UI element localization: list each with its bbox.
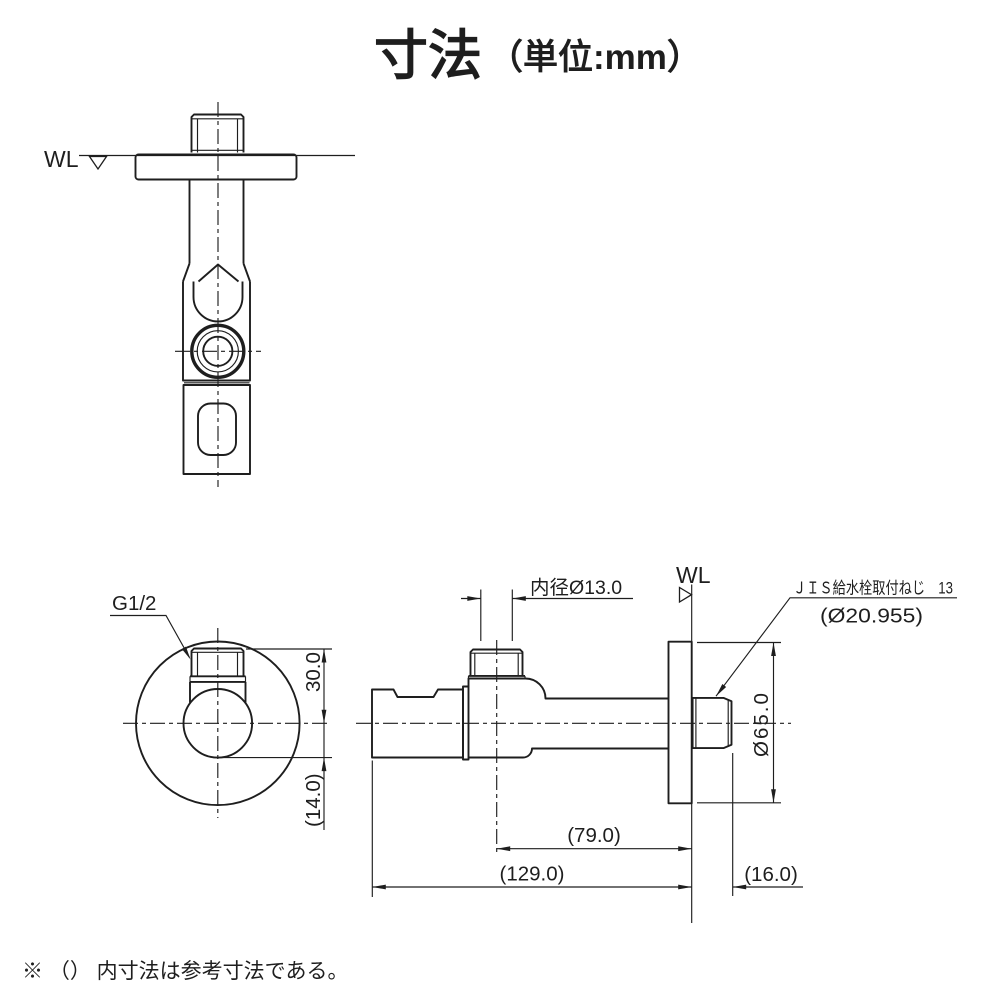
outlet-thread <box>189 647 247 703</box>
outlet-view: G1/2 30.0 (14.0) <box>110 592 332 830</box>
side-bottom-dimensions: (79.0) (129.0) (16.0) <box>371 753 803 897</box>
front-lower-block <box>182 384 251 475</box>
side-wall-thread-callout: ＪＩＳ給水栓取付ねじ 13 (Ø20.955) <box>714 579 957 698</box>
wall-thread-dia: (Ø20.955) <box>820 605 923 628</box>
side-escutcheon <box>667 640 693 805</box>
front-outlet-hole <box>197 402 237 456</box>
side-bore-label: 内径Ø13.0 <box>530 577 622 599</box>
front-wl-triangle-icon <box>88 155 108 171</box>
outlet-dim-14: (14.0) <box>302 773 325 827</box>
page-title: 寸法 <box>374 26 482 86</box>
side-dim-79: (79.0) <box>567 824 621 847</box>
outlet-dimensions: 30.0 (14.0) <box>213 648 332 830</box>
wall-thread-label: ＪＩＳ給水栓取付ねじ 13 <box>793 579 953 598</box>
side-view: WL 内径Ø13.0 ＪＩＳ給水栓取付ねじ 13 (Ø20.955) Ø65.0 <box>356 562 957 923</box>
front-body <box>182 263 251 382</box>
side-dia65-label: Ø65.0 <box>750 691 773 757</box>
page-title-unit: （単位:mm） <box>488 38 702 77</box>
side-wl-triangle-icon <box>678 586 693 604</box>
outlet-escutcheon-circle <box>135 640 301 807</box>
outlet-thread-label: G1/2 <box>112 592 156 615</box>
side-dia65-dimension: Ø65.0 <box>697 641 781 804</box>
side-spout-thread <box>467 648 526 679</box>
front-wl-label: WL <box>44 146 79 172</box>
outlet-dim-30: 30.0 <box>302 652 325 692</box>
front-wall-thread <box>190 113 245 153</box>
front-escutcheon <box>134 153 298 181</box>
reference-note: ※ （） 内寸法は参考寸法である。 <box>22 960 348 983</box>
front-stem <box>182 179 251 282</box>
side-wl-label: WL <box>676 562 711 588</box>
side-body-bottom <box>468 747 669 759</box>
side-dim-129: (129.0) <box>500 863 565 886</box>
outlet-thread-leader <box>110 614 191 658</box>
side-bore-dimension: 内径Ø13.0 <box>461 577 633 641</box>
side-wall-thread <box>691 696 733 750</box>
side-bonnet-ring <box>462 685 470 761</box>
side-dim-16: (16.0) <box>744 863 798 886</box>
front-view: WL <box>44 102 355 487</box>
side-body-top <box>467 677 669 700</box>
